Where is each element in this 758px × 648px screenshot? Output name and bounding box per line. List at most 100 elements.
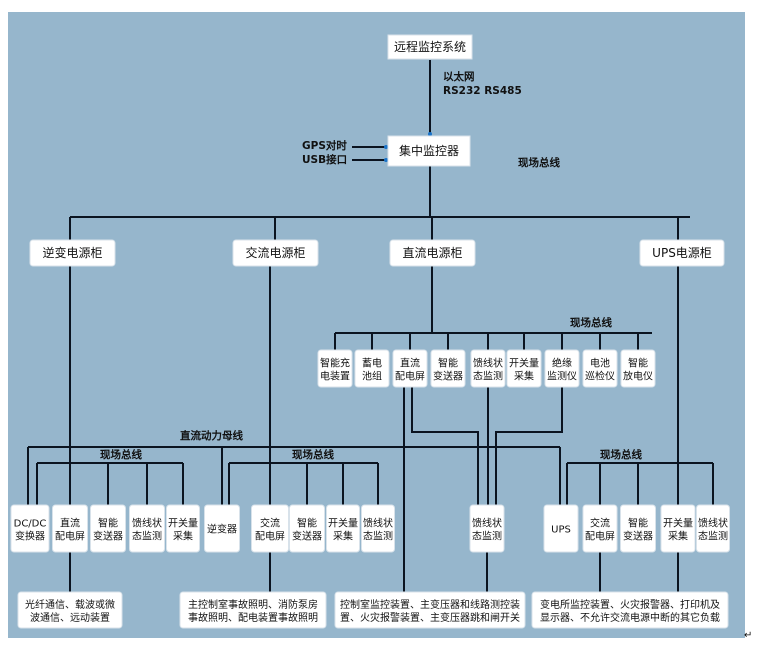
lower-device-box: UPS [543,504,579,553]
dc-device-box-label-line2: 采集 [514,370,534,383]
lower-device-box: 逆变器 [204,504,240,553]
load-description-box-label-line1: 光纤通信、载波或微 [25,598,115,611]
lower-device-box-label-line1: 开关量 [663,517,693,530]
dc-device-box-frame [582,349,618,388]
central-controller-box [387,135,471,167]
dc-device-box-label-line1: 馈线状 [473,357,503,370]
dc-device-box-label-line1: 电池 [590,357,610,370]
load-description-box-label-line1: 主控制室事故照明、消防泵房 [188,598,318,611]
dc-device-box-frame [506,349,542,388]
dc-device-box-label-line1: 智能充 [320,357,350,370]
lower-device-box-label-line2: 采集 [173,530,193,543]
lower-device-box-label-line2: 态监测 [698,530,728,543]
dc-power-cabinet: 直流电源柜 [389,239,476,267]
load-description-box-frame [334,591,526,629]
dc-device-box-frame [544,349,580,388]
lower-device-box-label-line1: 开关量 [328,517,358,530]
dc-device-box-frame [620,349,656,388]
lower-device-box-label-line1: 开关量 [168,517,198,530]
load-description-box-label-line1: 控制室监控装置、主变压器和线路测控装 [340,598,520,611]
dc-device-box-label-line2: 放电仪 [623,370,653,383]
dc-device-box-label-line2: 监测仪 [547,370,577,383]
left-fieldbus-label: 现场总线 [100,448,142,461]
dc-device-box-label-line2: 池组 [362,370,382,383]
lower-device-box-frame [129,504,165,553]
lower-device-box-label-line1: 智能 [297,517,317,530]
dc-device-box-label-line2: 巡检仪 [585,370,615,383]
ac-power-cabinet-label: 交流电源柜 [245,245,305,260]
dc-device-box-label-line1: 直流 [400,357,420,370]
ups-power-cabinet: UPS电源柜 [639,239,725,267]
lower-device-box-frame [90,504,126,553]
load-description-box-frame [531,591,729,629]
lower-device-box-label-line1: 智能 [628,517,648,530]
ups-power-cabinet-label: UPS电源柜 [652,246,712,260]
gps-label: GPS对时 [302,139,347,152]
right-fieldbus-label: 现场总线 [600,448,642,461]
lower-device-box-label-line2: 态监测 [472,530,502,543]
dc-device-box-label-line2: 态监测 [473,370,503,383]
load-description-box-frame [17,591,123,629]
lower-device-box-label-line2: 变换器 [15,530,45,543]
lower-device-box-label-line2: 采集 [668,530,688,543]
lower-device-box-frame [660,504,696,553]
inverter-power-cabinet: 逆变电源柜 [29,239,116,267]
dc-device-box-frame [317,349,353,388]
lower-device-box-label: 逆变器 [207,523,237,536]
lower-device-box-label-line2: 态监测 [363,530,393,543]
lower-device-box-frame [620,504,656,553]
lower-device-box-label-line2: 采集 [333,530,353,543]
lower-device-box-label-line2: 变送器 [623,530,653,543]
lower-device-box-label-line2: 配电屏 [255,530,285,543]
lower-device-box-frame [361,504,395,553]
paragraph-mark: ↵ [744,630,752,641]
lower-device-box-frame [251,504,289,553]
lower-device-box-frame [543,504,579,553]
lower-device-box-frame [289,504,325,553]
dc-device-box-frame [354,349,390,388]
fieldbus-main-label: 现场总线 [518,156,560,169]
lower-device-box-label-line1: 馈线状 [132,517,162,530]
connection-lines [27,60,714,592]
load-description-box-label-line1: 变电所监控装置、火灾报警器、打印机及 [540,598,720,611]
lower-device-box-label: UPS [551,525,571,536]
dc-fieldbus-label: 现场总线 [570,316,612,329]
arrow-head-icon [428,132,432,136]
lower-device-box-label-line1: 馈线状 [363,517,393,530]
link-protocol-line1: 以太网 [443,70,475,83]
arrow-head-icon [384,158,388,162]
central-controller-label: 集中监控器 [399,143,459,158]
ups-power-cabinet-frame [639,239,725,267]
dc-device-box-frame [392,349,428,388]
ac-power-cabinet: 交流电源柜 [232,239,319,267]
dc-panel-to-feeder-line [411,387,479,505]
dc-device-box-label-line1: 智能 [438,357,458,370]
lower-device-box-label-line2: 配电屏 [585,530,615,543]
lower-device-box-frame [582,504,618,553]
dc-device-box-label-line1: 智能 [628,357,648,370]
inverter-power-cabinet-label: 逆变电源柜 [42,245,102,260]
